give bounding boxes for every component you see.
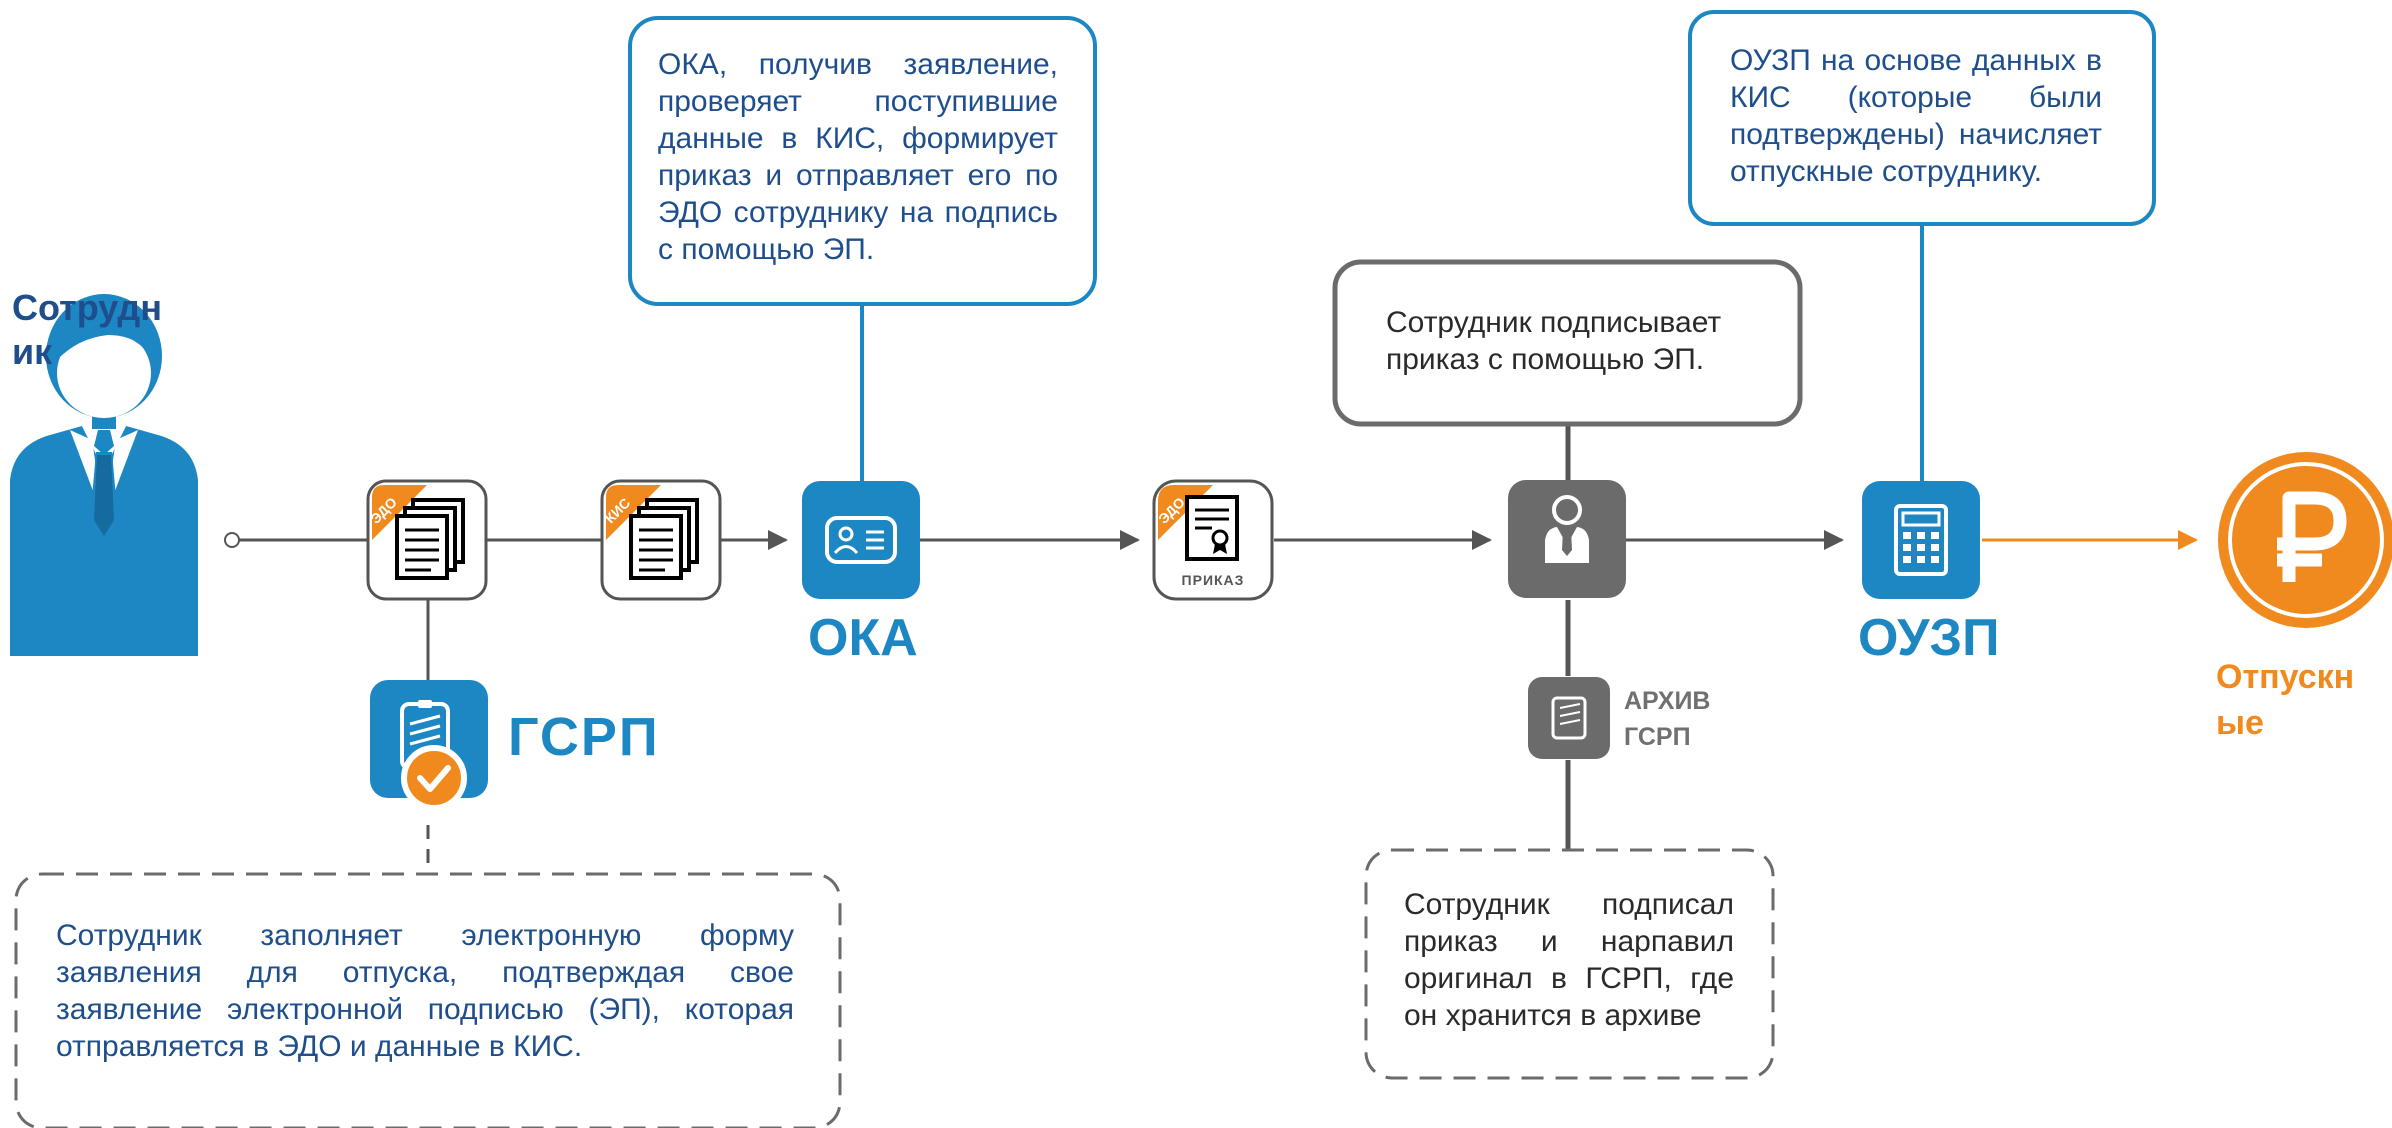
employee-icon [10, 294, 198, 656]
archive-label: АРХИВ ГСРП [1624, 687, 1711, 751]
ruble-coin-icon [2218, 452, 2392, 628]
certificate-icon [1152, 479, 1274, 601]
archive-note-box [1364, 848, 1775, 1080]
ouzp-title: ОУЗП [1858, 609, 2000, 667]
employee-note-box [14, 872, 842, 1128]
order-doc-label: ПРИКАЗ [1182, 572, 1245, 588]
oka-title: ОКА [808, 609, 918, 667]
tablet-check-icon [370, 680, 488, 811]
employee-signing-icon [1508, 480, 1626, 598]
document-stack-icon [600, 479, 722, 601]
sign-callout-text: Сотрудник подписывает приказ с помощью Э… [1386, 306, 1722, 376]
id-card-icon [802, 481, 920, 599]
vacation-pay-label: Отпускн ые [2216, 658, 2355, 742]
archive-note-text: Сотрудник подписал приказ и нарпавил ори… [1404, 888, 1734, 1032]
ouzp-callout-box [1688, 10, 2156, 226]
gsrp-title: ГСРП [508, 707, 660, 767]
oka-callout-text: ОКА, получив заявление, проверяет поступ… [658, 48, 1058, 266]
flow-start-dot [224, 532, 240, 548]
archive-tablet-icon [1528, 677, 1610, 759]
calculator-icon [1862, 481, 1980, 599]
employee-note-text: Сотрудник заполняет электронную форму за… [56, 919, 794, 1063]
ouzp-callout-text: ОУЗП на основе данных в КИС (которые был… [1730, 44, 2102, 188]
connectors [224, 225, 2198, 872]
employee-label: Сотрудн ик [12, 287, 162, 372]
oka-callout-box [628, 16, 1097, 306]
document-stack-icon [366, 479, 488, 601]
sign-callout-box [1332, 259, 1803, 427]
